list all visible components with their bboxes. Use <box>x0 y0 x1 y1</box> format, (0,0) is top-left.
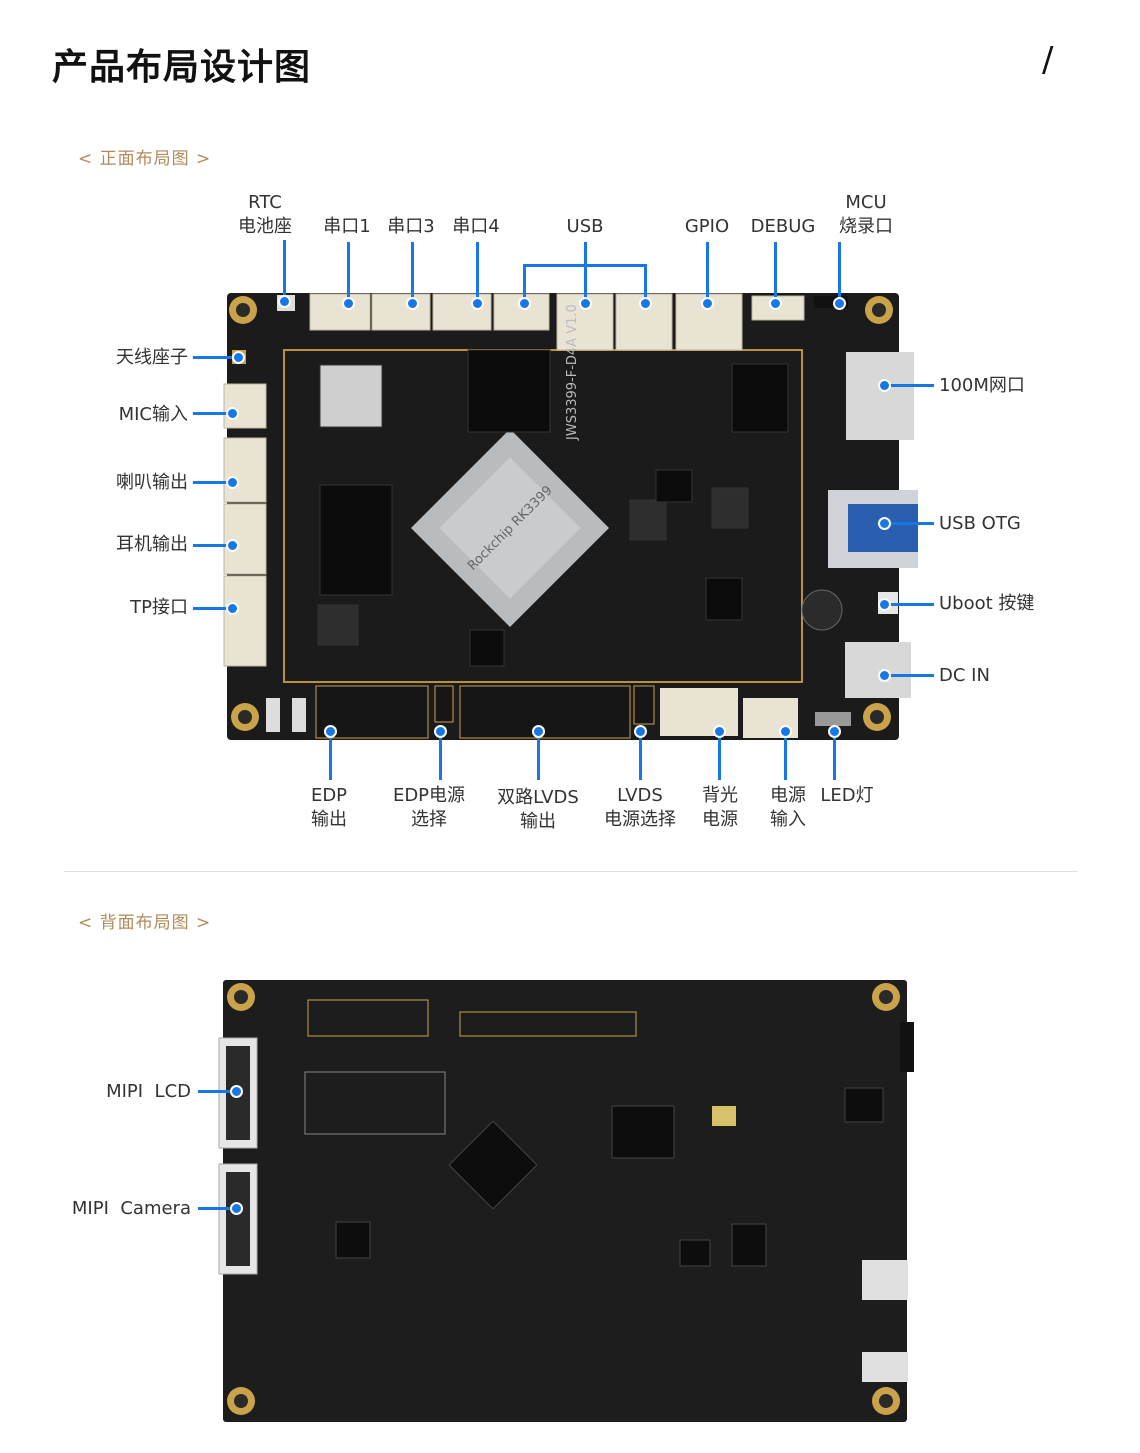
corner-mark: / <box>1042 40 1054 80</box>
label-backlight-line1: 背光 <box>702 785 738 806</box>
label-dc-in: DC IN <box>939 665 990 686</box>
label-power-in-line2: 输入 <box>770 809 806 830</box>
label-uboot: Uboot 按键 <box>939 593 1035 614</box>
board-marking: JWS3399-F-D4A V1.0 <box>565 304 580 441</box>
label-lvds-power: LVDS 电源选择 <box>592 784 688 832</box>
front-board-image: Rockchip RK3399 JWS3399-F-D4A V1.0 <box>223 293 918 740</box>
label-speaker: 喇叭输出 <box>116 472 188 493</box>
section-divider <box>64 871 1078 872</box>
label-gpio: GPIO <box>684 216 730 237</box>
label-edp: EDP 输出 <box>289 784 369 832</box>
label-rtc-line1: RTC <box>248 192 282 213</box>
page-title: 产品布局设计图 <box>52 47 312 88</box>
label-edp-line1: EDP <box>310 785 348 806</box>
front-section-label: < 正面布局图 > <box>78 149 212 169</box>
label-ethernet: 100M网口 <box>939 375 1025 396</box>
label-usb-otg: USB OTG <box>939 513 1021 534</box>
back-board-image <box>218 980 914 1422</box>
label-backlight-line2: 电源 <box>702 809 738 830</box>
label-debug: DEBUG <box>750 216 816 237</box>
label-rtc-line2: 电池座 <box>238 216 292 237</box>
label-uart3: 串口3 <box>387 216 435 237</box>
label-edp-power: EDP电源 选择 <box>381 784 477 832</box>
label-edp-line2: 输出 <box>311 809 347 830</box>
label-uart1: 串口1 <box>323 216 371 237</box>
label-lvds-line2: 输出 <box>520 811 556 832</box>
label-tp: TP接口 <box>130 597 188 618</box>
label-earphone: 耳机输出 <box>116 534 188 555</box>
label-mipi-lcd: MIPI LCD <box>106 1081 191 1102</box>
label-edp-power-line1: EDP电源 <box>392 785 466 806</box>
label-edp-power-line2: 选择 <box>411 809 447 830</box>
label-mipi-camera: MIPI Camera <box>71 1198 191 1219</box>
label-lvds: 双路LVDS 输出 <box>483 786 593 834</box>
label-lvds-line1: 双路LVDS <box>497 787 579 808</box>
label-lvds-power-line1: LVDS <box>617 785 663 806</box>
back-section-label: < 背面布局图 > <box>78 913 212 933</box>
label-lvds-power-line2: 电源选择 <box>604 809 676 830</box>
label-uart4: 串口4 <box>452 216 500 237</box>
label-led: LED灯 <box>820 785 874 806</box>
label-backlight: 背光 电源 <box>688 784 752 832</box>
label-mic: MIC输入 <box>118 404 188 425</box>
label-mcu-line2: 烧录口 <box>839 216 893 237</box>
label-power-in: 电源 输入 <box>756 784 820 832</box>
label-usb: USB <box>566 216 604 237</box>
label-rtc: RTC 电池座 <box>225 191 305 239</box>
label-antenna: 天线座子 <box>116 347 188 368</box>
label-mcu: MCU 烧录口 <box>826 191 906 239</box>
label-power-in-line1: 电源 <box>770 785 806 806</box>
label-mcu-line1: MCU <box>845 192 887 213</box>
